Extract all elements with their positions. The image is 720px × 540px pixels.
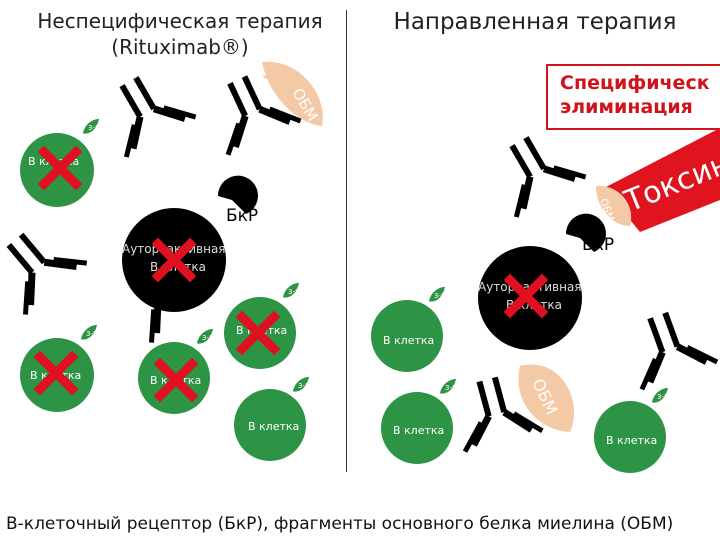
- antibody-icon: [484, 122, 585, 217]
- b-cell-icon: 3-8 В клетка: [234, 375, 311, 461]
- diagram-caption: В-клеточный рецептор (БкР), фрагменты ос…: [6, 514, 674, 534]
- svg-text:3-8: 3-8: [657, 393, 668, 401]
- left-panel-title: Неспецифическая терапия (Rituximab®): [20, 8, 340, 60]
- cd-tag: 3-8: [88, 124, 99, 132]
- specific-line1: Специфическ: [560, 72, 710, 94]
- bcr-label-right: БкР: [582, 235, 614, 255]
- antibody-icon: [620, 302, 717, 390]
- b-cell-icon: 3-8 В клетка: [594, 386, 670, 473]
- svg-text:3-8: 3-8: [202, 334, 213, 342]
- autoreactive-line1: Аутореактивная: [122, 242, 226, 256]
- svg-text:3-8: 3-8: [298, 382, 309, 390]
- panel-divider: [346, 10, 347, 472]
- autoreactive-b-cell-icon: Аутореактивная В клетка: [478, 213, 606, 350]
- svg-text:3-8: 3-8: [288, 288, 299, 296]
- b-cell-icon: 3-8 В клетка: [138, 327, 215, 414]
- obm-fragment-icon: [596, 185, 632, 226]
- specific-elimination-box: Специфическ элиминация: [546, 64, 720, 130]
- svg-text:3-8: 3-8: [434, 292, 445, 300]
- left-title-line1: Неспецифическая терапия: [37, 9, 323, 33]
- svg-text:В клетка: В клетка: [393, 424, 444, 437]
- autoreactive-b-cell-icon: Аутореактивная В клетка: [122, 175, 258, 312]
- antibody-icon: [94, 62, 195, 157]
- left-title-line2: (Rituximab®): [111, 35, 249, 59]
- svg-text:В клетка: В клетка: [606, 434, 657, 447]
- svg-text:3-8: 3-8: [445, 384, 456, 392]
- svg-text:3-8: 3-8: [86, 330, 97, 338]
- b-cell-icon: 3-8 В клетка: [20, 117, 101, 207]
- obm-fragment-shape: [262, 61, 323, 126]
- specific-line2: элиминация: [560, 95, 693, 118]
- b-cell-icon: 3-8 В клетка: [224, 281, 301, 369]
- bcr-label: БкР: [226, 206, 258, 226]
- svg-text:В клетка: В клетка: [383, 334, 434, 347]
- right-panel-title: Направленная терапия: [393, 9, 677, 35]
- b-cell-icon: 3-8 В клетка: [381, 377, 458, 464]
- obm-fragment-icon: [518, 364, 575, 432]
- svg-text:В клетка: В клетка: [248, 420, 299, 433]
- b-cell-icon: 3-8 В клетка: [371, 285, 447, 372]
- antibody-icon: [0, 214, 87, 314]
- b-cell-icon: 3-8 В клетка: [20, 323, 99, 412]
